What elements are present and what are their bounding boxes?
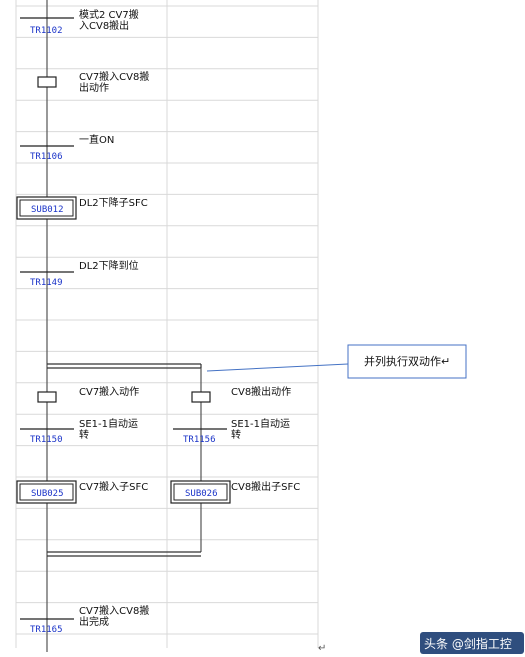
transition-label-line-1: SE1-1自动运 [79, 417, 138, 430]
transition-id: TR1106 [30, 152, 63, 162]
step-label: CV8搬出动作 [231, 385, 291, 398]
transition-label-line-1: CV7搬入CV8搬 [79, 604, 149, 617]
step-box [191, 391, 211, 403]
transition-tr1156[interactable]: TR1156 SE1-1自动运 转 [173, 417, 290, 445]
sub-inner-box [19, 483, 74, 501]
transition-label-line-2: 转 [231, 428, 241, 441]
transition-label-line-1: SE1-1自动运 [231, 417, 290, 430]
transition-label: 一直ON [79, 133, 114, 146]
step-box [37, 76, 57, 88]
sub-inner-box [19, 199, 74, 217]
sub-label: DL2下降子SFC [79, 196, 148, 209]
transition-tr1150[interactable]: TR1150 SE1-1自动运 转 [20, 417, 138, 445]
sub-id: SUB012 [31, 205, 64, 215]
sub-label: CV8搬出子SFC [231, 480, 300, 493]
callout-parallel: 并列执行双动作↵ [206, 344, 467, 379]
transition-id: TR1156 [183, 435, 216, 445]
transition-label: DL2下降到位 [79, 259, 139, 272]
transition-id: TR1150 [30, 435, 63, 445]
transition-tr1165[interactable]: TR1165 CV7搬入CV8搬 出完成 [20, 604, 149, 635]
watermark-text: 头条 @剑指工控 [424, 636, 512, 651]
transition-label-line-2: 转 [79, 428, 89, 441]
sub-label: CV7搬入子SFC [79, 480, 148, 493]
sub-id: SUB025 [31, 489, 64, 499]
transition-label-line-1: 模式2 CV7搬 [79, 8, 139, 21]
parallel-divergence [47, 363, 202, 369]
transition-label-line-2: 入CV8搬出 [79, 19, 129, 32]
step-cv7-in[interactable]: CV7搬入动作 [37, 385, 139, 403]
transition-label-line-2: 出完成 [79, 615, 109, 628]
watermark: 头条 @剑指工控 [420, 632, 524, 654]
sub-inner-box [173, 483, 228, 501]
watermark-badge [420, 632, 524, 654]
transition-id: TR1102 [30, 26, 63, 36]
end-of-paragraph-mark: ↵ [318, 643, 326, 654]
transition-tr1102[interactable]: TR1102 模式2 CV7搬 入CV8搬出 [20, 8, 139, 36]
transition-tr1149[interactable]: TR1149 DL2下降到位 [20, 259, 139, 288]
step-label-line-2: 出动作 [79, 81, 109, 94]
subroutine-sub025[interactable]: SUB025 CV7搬入子SFC [16, 480, 148, 504]
transition-tr1106[interactable]: TR1106 一直ON [20, 133, 114, 162]
parallel-convergence [47, 551, 201, 557]
transition-id: TR1165 [30, 625, 63, 635]
callout-text: 并列执行双动作↵ [364, 354, 450, 368]
step-cv7-cv8[interactable]: CV7搬入CV8搬 出动作 [37, 70, 149, 94]
sub-id: SUB026 [185, 489, 218, 499]
transition-id: TR1149 [30, 278, 63, 288]
subroutine-sub012[interactable]: SUB012 DL2下降子SFC [16, 196, 148, 220]
background-grid [15, 0, 319, 648]
subroutine-sub026[interactable]: SUB026 CV8搬出子SFC [170, 480, 300, 504]
step-box [37, 391, 57, 403]
callout-leader-line [206, 363, 349, 372]
callout-box [347, 344, 467, 379]
step-label: CV7搬入动作 [79, 385, 139, 398]
step-cv8-out[interactable]: CV8搬出动作 [191, 385, 291, 403]
step-label-line-1: CV7搬入CV8搬 [79, 70, 149, 83]
